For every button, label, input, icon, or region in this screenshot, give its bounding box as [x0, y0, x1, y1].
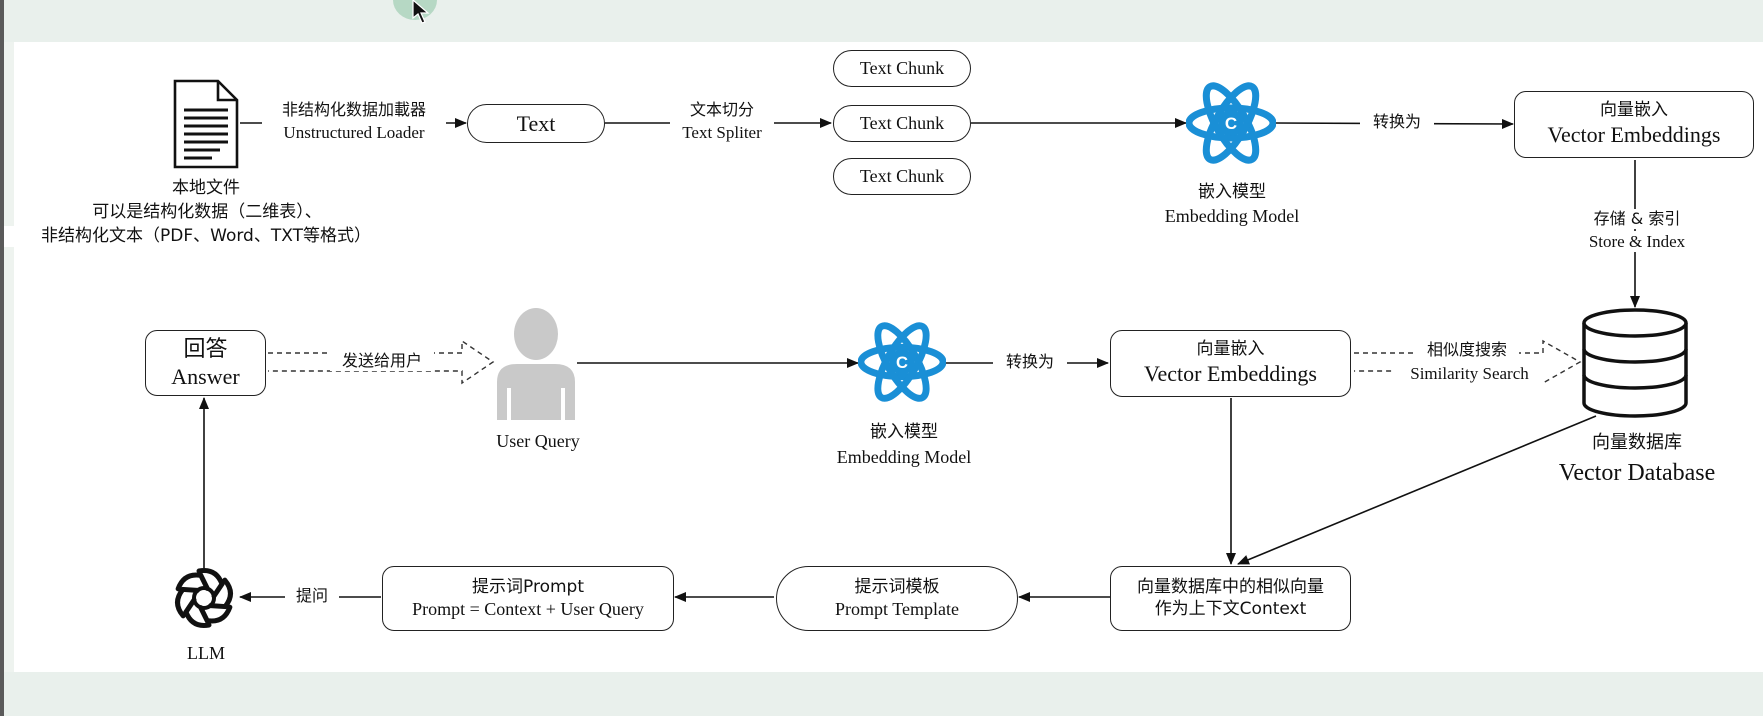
vector-database-en: Vector Database	[1530, 458, 1744, 488]
user-query-label: User Query	[476, 430, 600, 453]
vector-embeddings-query-en: Vector Embeddings	[1144, 361, 1317, 387]
llm-label: LLM	[174, 642, 238, 665]
embedding-model-mid-zh: 嵌入模型	[842, 422, 966, 444]
document-icon	[173, 79, 239, 169]
similarity-search-en: Similarity Search	[1395, 363, 1544, 385]
text-chunk-1: Text Chunk	[833, 50, 971, 87]
convert-top-label: 转换为	[1360, 112, 1434, 132]
user-silhouette-icon	[497, 308, 575, 420]
store-index-zh: 存储 & 索引	[1580, 209, 1694, 229]
vector-embeddings-top-zh: 向量嵌入	[1600, 100, 1668, 121]
answer-zh: 回答	[183, 336, 228, 362]
splitter-label-zh: 文本切分	[670, 100, 774, 120]
loader-label-zh: 非结构化数据加載器	[262, 100, 446, 120]
send-to-user-label: 发送给用户	[330, 351, 434, 371]
database-cylinder-icon	[1582, 308, 1688, 418]
local-file-title: 本地文件	[144, 178, 268, 200]
loader-label-en: Unstructured Loader	[262, 122, 446, 144]
atom-icon: C	[1186, 82, 1276, 164]
convert-mid-label: 转换为	[993, 352, 1067, 372]
vector-embeddings-top: 向量嵌入 Vector Embeddings	[1514, 91, 1754, 158]
embedding-model-top-zh: 嵌入模型	[1170, 182, 1294, 204]
embedding-model-top-en: Embedding Model	[1140, 205, 1324, 228]
prompt-line1: 提示词Prompt	[472, 576, 584, 597]
svg-text:C: C	[1225, 114, 1237, 133]
window-edge	[0, 0, 4, 716]
vector-embeddings-query-zh: 向量嵌入	[1196, 339, 1265, 360]
answer-box: 回答 Answer	[145, 330, 266, 396]
prompt-template-en: Prompt Template	[835, 598, 959, 619]
store-index-en: Store & Index	[1570, 231, 1704, 253]
vector-embeddings-query: 向量嵌入 Vector Embeddings	[1110, 330, 1351, 397]
context-line1: 向量数据库中的相似向量	[1137, 577, 1324, 598]
similarity-search-zh: 相似度搜索	[1415, 340, 1519, 360]
mouse-pointer-icon	[412, 0, 430, 24]
text-chunk-3: Text Chunk	[833, 158, 971, 195]
top-bar	[4, 0, 1763, 42]
text-node: Text	[467, 104, 605, 143]
splitter-label-en: Text Spliter	[670, 122, 774, 144]
arrow-db-to-context	[1237, 415, 1597, 565]
atom-icon: C	[858, 322, 946, 402]
answer-en: Answer	[171, 364, 240, 389]
prompt-line2: Prompt = Context + User Query	[412, 598, 644, 619]
local-file-line1: 可以是结构化数据（二维表）、	[40, 202, 374, 224]
text-chunk-2: Text Chunk	[833, 105, 971, 142]
ask-label: 提问	[285, 586, 339, 606]
embedding-model-mid-en: Embedding Model	[812, 446, 996, 469]
bottom-bar	[4, 672, 1763, 716]
vector-embeddings-top-en: Vector Embeddings	[1547, 122, 1721, 148]
svg-text:C: C	[896, 353, 908, 372]
prompt-template-zh: 提示词模板	[854, 576, 940, 597]
prompt-template-box: 提示词模板 Prompt Template	[776, 566, 1018, 631]
context-box: 向量数据库中的相似向量 作为上下文Context	[1110, 566, 1351, 631]
openai-logo-icon	[175, 568, 233, 628]
vector-database-zh: 向量数据库	[1570, 432, 1704, 455]
prompt-box: 提示词Prompt Prompt = Context + User Query	[382, 566, 674, 631]
context-line2: 作为上下文Context	[1154, 598, 1307, 619]
local-file-line2: 非结构化文本（PDF、Word、TXT等格式）	[4, 226, 408, 248]
dashed-arrow-send-to-user	[268, 339, 495, 385]
